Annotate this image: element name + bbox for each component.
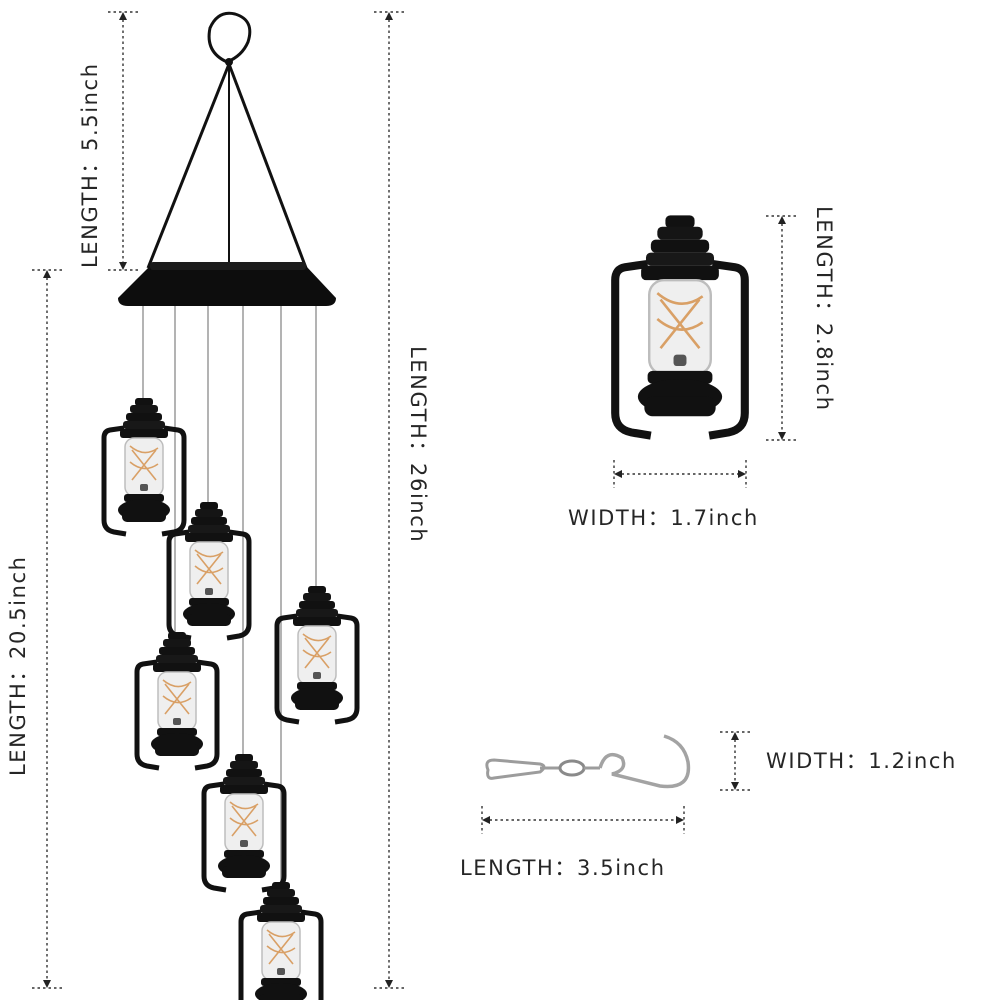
- swivel-hook: [485, 734, 691, 789]
- hook-width-label: WIDTH：1.2inch: [766, 749, 957, 773]
- total-length-label: LENGTH：26inch: [406, 346, 430, 544]
- top-length-label: LENGTH：5.5inch: [78, 62, 102, 268]
- hook-length-label: LENGTH：3.5inch: [460, 856, 666, 880]
- body-length-label: LENGTH：20.5inch: [6, 555, 30, 776]
- lantern-width-label: WIDTH：1.7inch: [568, 506, 759, 530]
- lantern-length-label: LENGTH：2.8inch: [812, 206, 836, 412]
